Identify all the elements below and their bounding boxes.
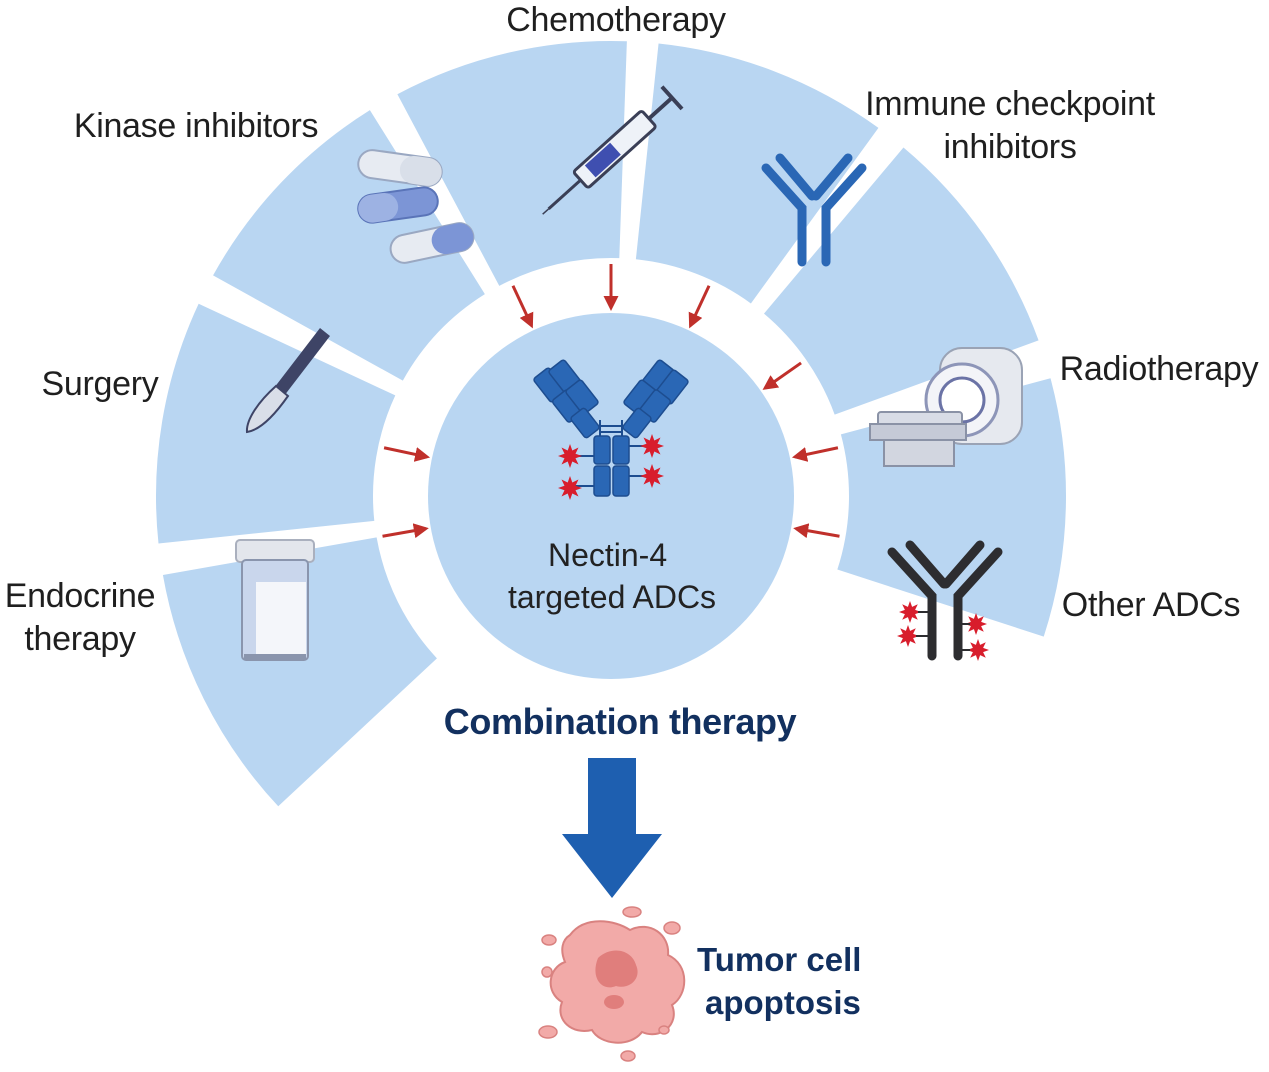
outcome-label: Tumor cell apoptosis [697, 941, 871, 1021]
label-chemo: Chemotherapy [506, 1, 726, 39]
ring-segment-kinase [213, 110, 485, 381]
label-endocrine: Endocrine therapy [5, 577, 155, 658]
drug-payload-icon [558, 476, 582, 500]
drug-payload-icon [558, 444, 582, 468]
label-line: Other ADCs [1062, 586, 1240, 624]
drug-payload-icon [965, 613, 987, 635]
label-immune: Immune checkpoint inhibitors [865, 85, 1156, 166]
red-arrow [511, 285, 534, 329]
label-line: Immune checkpoint [865, 85, 1156, 123]
outcome-arrow [562, 758, 662, 898]
ring-segment-endocrine [162, 537, 437, 807]
red-arrow [791, 446, 839, 462]
center-circle [428, 313, 794, 679]
red-arrow [793, 523, 840, 539]
label-kinase: Kinase inhibitors [74, 107, 318, 145]
drug-payload-icon [897, 625, 919, 647]
drug-payload-icon [967, 639, 989, 661]
mri-scanner-icon [869, 347, 1023, 467]
specimen-jar-icon [235, 539, 315, 661]
red-arrow [383, 446, 431, 462]
capsules-icon [357, 149, 475, 264]
ring-segment-surgery [156, 303, 396, 544]
label-line: Surgery [42, 365, 159, 403]
label-radio: Radiotherapy [1060, 350, 1259, 388]
label-line: Chemotherapy [506, 1, 726, 39]
ring-segment-chemo [397, 41, 627, 286]
red-arrow [688, 285, 711, 329]
syringe-icon [542, 85, 684, 215]
tumor-cell-icon [538, 906, 686, 1062]
ring-segment-immune [635, 43, 879, 304]
antibody-drug-conjugate-icon [887, 540, 1003, 661]
red-arrow [382, 523, 429, 539]
label-line: Endocrine [5, 577, 155, 615]
converging-arrows [382, 264, 840, 539]
drug-payload-icon [899, 601, 921, 623]
combination-therapy-label: Combination therapy [444, 701, 797, 742]
drug-payload-icon [640, 434, 664, 458]
segment-labels: Endocrine therapy Surgery Kinase inhibitors… [5, 1, 1259, 658]
label-line: therapy [24, 620, 136, 658]
outcome-label-line: Tumor cell [697, 941, 861, 978]
outcome-label-line: apoptosis [705, 984, 861, 1021]
label-line: inhibitors [943, 128, 1076, 166]
label-line: Radiotherapy [1060, 350, 1259, 388]
center-adc-icon [533, 359, 689, 500]
therapy-ring [156, 41, 1066, 807]
center-label: Nectin-4 targeted ADCs [508, 537, 716, 615]
scalpel-icon [245, 328, 330, 434]
center-label-line: Nectin-4 [548, 537, 667, 573]
antibody-icon [761, 153, 867, 267]
label-surgery: Surgery [42, 365, 159, 403]
red-arrow [762, 361, 802, 390]
center-label-line: targeted ADCs [508, 579, 716, 615]
label-other: Other ADCs [1062, 586, 1240, 624]
label-line: Kinase inhibitors [74, 107, 318, 145]
drug-payload-icon [640, 464, 664, 488]
